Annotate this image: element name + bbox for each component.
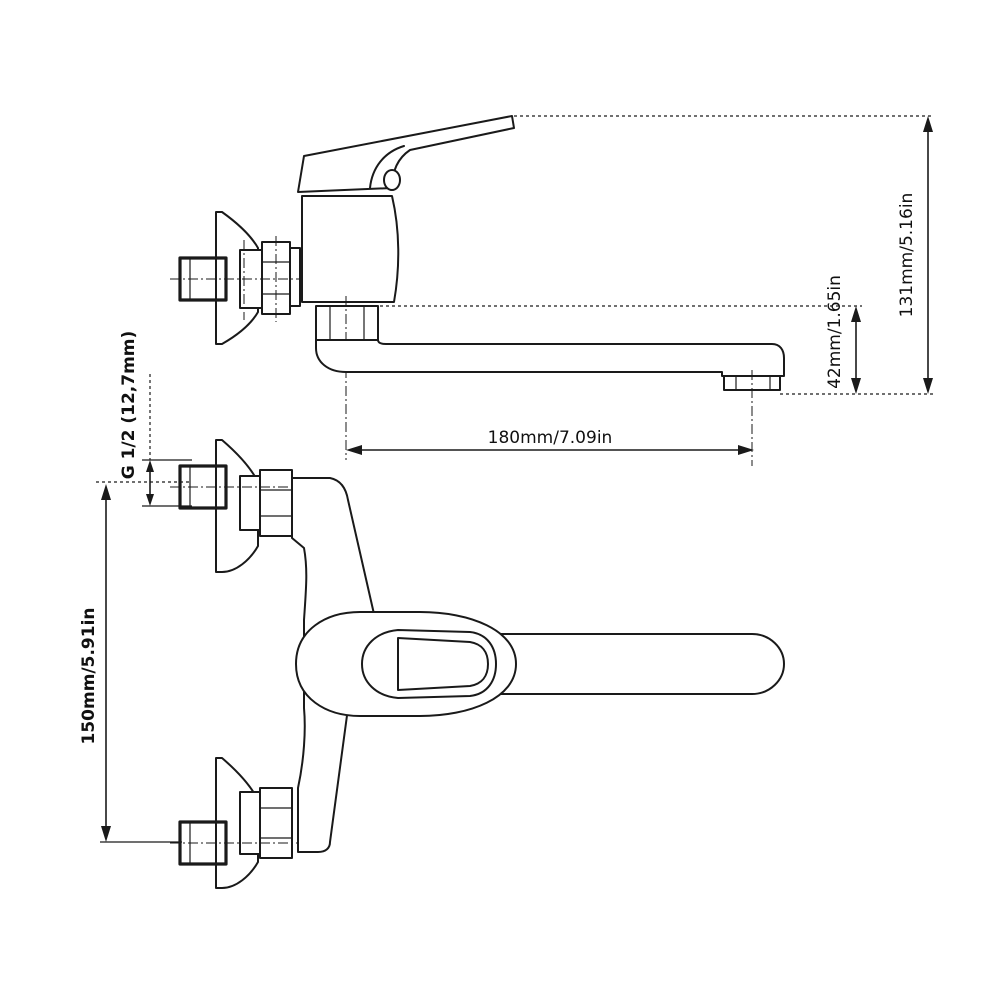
side-spout-collar — [315, 296, 379, 460]
side-valve-body — [301, 195, 400, 303]
dimension-spout-height: 42mm/1.65in — [380, 275, 862, 394]
side-wall-flange — [215, 211, 259, 345]
top-view — [170, 439, 785, 889]
spout-reach-label: 180mm/7.09in — [488, 428, 613, 448]
side-inlet-fitting — [170, 236, 301, 322]
spout-height-label: 42mm/1.65in — [825, 275, 845, 389]
dimension-total-height: 131mm/5.16in — [514, 115, 934, 395]
dimension-inlet-spacing: 150mm/5.91in — [79, 481, 190, 843]
dimension-thread-size: G 1/2 (12,7mm) — [119, 331, 192, 507]
total-height-label: 131mm/5.16in — [897, 193, 917, 318]
inlet-spacing-label: 150mm/5.91in — [79, 608, 99, 745]
side-spout — [315, 339, 785, 466]
thread-size-label: G 1/2 (12,7mm) — [119, 331, 139, 480]
side-view — [170, 115, 785, 466]
top-inlet-fitting-upper — [170, 464, 320, 537]
top-spout — [439, 633, 785, 695]
top-handle — [295, 611, 517, 717]
top-inlet-fitting-lower — [170, 787, 320, 866]
side-lever-handle — [297, 115, 515, 193]
dimension-spout-reach: 180mm/7.09in — [346, 428, 754, 455]
